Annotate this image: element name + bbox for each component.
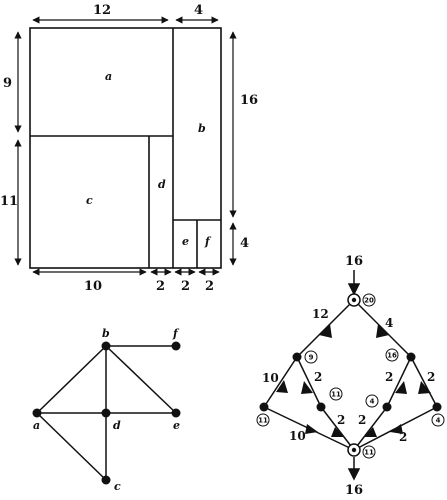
floor-plan xyxy=(29,27,222,269)
graph-node-f xyxy=(171,341,181,351)
room-e-label: e xyxy=(182,235,189,248)
flow-arrow-top-left xyxy=(319,324,332,338)
edge-label-e6: 2 xyxy=(358,413,366,427)
flow-edge-lmid-bottom xyxy=(320,406,355,451)
flow-node-left xyxy=(292,352,302,362)
badge-right-ring xyxy=(385,348,399,362)
flow-node-bottom xyxy=(347,443,361,457)
badge-farright-ring xyxy=(431,413,445,427)
room-a-label: a xyxy=(105,70,112,83)
badge-top-ring xyxy=(362,293,376,307)
graph-label-a: a xyxy=(33,419,40,432)
flow-node-farleft xyxy=(259,402,269,412)
graph-node-a xyxy=(32,408,42,418)
adjacency-graph: a b c d e f xyxy=(32,327,181,493)
badge-top-label: 20 xyxy=(364,297,374,305)
badge-left-label: 9 xyxy=(309,354,314,362)
badge-farleft-label: 11 xyxy=(258,417,268,425)
dim-right-top-label: 16 xyxy=(240,93,258,108)
dim-top-left-label: 12 xyxy=(93,3,111,18)
room-c-label: c xyxy=(86,194,93,207)
flow-arrow-lmid-bottom xyxy=(331,427,344,437)
edge-label-e1: 12 xyxy=(312,307,329,321)
graph-label-f: f xyxy=(172,327,180,340)
badge-farleft-ring xyxy=(256,413,270,427)
edge-label-e3: 10 xyxy=(262,371,279,385)
room-d-label: d xyxy=(158,178,166,191)
flow-arrow-top-right xyxy=(376,324,389,338)
flow-edge-right-farright xyxy=(410,356,438,408)
flow-arrow-farleft-bottom xyxy=(305,424,318,434)
badge-lmid-label: 11 xyxy=(331,391,341,399)
flow-edge-left-lmid xyxy=(296,356,322,408)
dim-right-bottom-label: 4 xyxy=(240,236,249,251)
graph-edge-b-e xyxy=(105,345,177,414)
flow-node-top xyxy=(347,293,361,307)
flow-out-arrowhead xyxy=(347,468,361,481)
edge-label-e4: 2 xyxy=(314,370,322,384)
edge-label-e10: 2 xyxy=(399,430,407,444)
flow-arrow-left-lmid xyxy=(301,381,313,394)
dim-bottom-4-label: 2 xyxy=(205,279,214,294)
dim-bottom-2-label: 2 xyxy=(156,279,165,294)
badge-bottom-label: 11 xyxy=(364,449,374,457)
graph-label-b: b xyxy=(102,327,110,340)
graph-edge-a-c xyxy=(36,412,107,481)
graph-node-b xyxy=(101,341,111,351)
badge-rmid-ring xyxy=(365,394,379,408)
graph-label-c: c xyxy=(114,480,121,493)
graph-node-c xyxy=(101,475,111,485)
flow-arrow-right-rmid xyxy=(395,381,407,394)
flow-node-rmid xyxy=(382,402,392,412)
flow-node-right xyxy=(406,352,416,362)
dim-bottom-1-label: 10 xyxy=(84,279,102,294)
graph-label-e: e xyxy=(173,419,180,432)
flow-top-label: 16 xyxy=(345,254,363,269)
flow-edge-right-rmid xyxy=(386,356,412,408)
dim-left-bottom-label: 11 xyxy=(0,194,18,209)
badge-left-ring xyxy=(304,350,318,364)
graph-node-d xyxy=(101,408,111,418)
flow-bottom-label: 16 xyxy=(345,483,363,498)
room-f-label: f xyxy=(204,235,212,248)
flow-arrow-rmid-bottom xyxy=(364,427,377,437)
edge-label-e7: 2 xyxy=(385,370,393,384)
dimension-labels: 12 4 9 11 16 4 10 2 2 2 xyxy=(0,3,258,294)
dimension-arrows xyxy=(14,16,237,276)
flow-network: 20 9 16 11 4 11 4 11 16 16 12 4 10 2 2 2… xyxy=(256,254,445,498)
flow-edge-left-farleft xyxy=(263,356,298,408)
room-labels: a b c d e f xyxy=(86,70,212,248)
dim-left-top-label: 9 xyxy=(3,76,12,91)
badge-rmid-label: 4 xyxy=(370,398,375,406)
plan-outer-border xyxy=(29,27,222,269)
flow-arrow-right-farright xyxy=(418,381,431,394)
graph-node-e xyxy=(171,408,181,418)
badge-bottom-ring xyxy=(362,445,376,459)
edge-label-e8: 2 xyxy=(427,370,435,384)
flow-node-lmid xyxy=(316,402,326,412)
dim-top-right-label: 4 xyxy=(194,3,203,18)
badge-lmid-ring xyxy=(329,387,343,401)
flow-arrow-left-farleft xyxy=(276,380,288,393)
graph-edge-a-b xyxy=(36,345,107,414)
flow-node-farright xyxy=(432,402,442,412)
flow-edge-rmid-bottom xyxy=(353,406,388,451)
flow-in-arrowhead xyxy=(347,283,361,296)
flow-arrow-farright-bottom xyxy=(390,424,403,434)
edge-label-e2: 4 xyxy=(385,316,393,330)
edge-label-e5: 2 xyxy=(337,413,345,427)
edge-label-e9: 10 xyxy=(289,429,306,443)
room-b-label: b xyxy=(198,122,206,135)
graph-label-d: d xyxy=(113,419,121,432)
badge-farright-label: 4 xyxy=(436,417,441,425)
dim-bottom-3-label: 2 xyxy=(181,279,190,294)
badge-right-label: 16 xyxy=(387,352,397,360)
